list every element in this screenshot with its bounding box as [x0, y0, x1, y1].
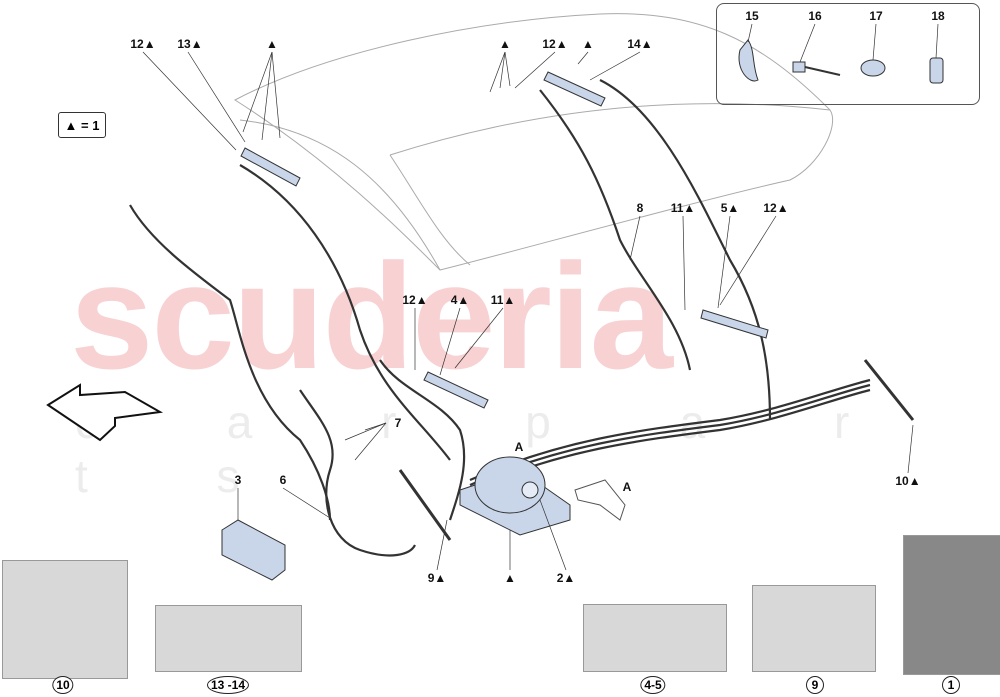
callout[interactable]: 11▲	[670, 201, 696, 215]
inset-box	[716, 3, 980, 105]
callout[interactable]: 11▲	[490, 293, 516, 307]
photo-kit-10[interactable]	[2, 560, 128, 679]
callout[interactable]: ▲	[504, 571, 516, 585]
bracket	[574, 479, 626, 521]
legend-triangle-equals-one: ▲ = 1	[58, 112, 106, 138]
callout[interactable]: ▲	[582, 37, 594, 51]
callout[interactable]: ▲	[266, 37, 278, 51]
watermark-brand: scuderia	[70, 232, 673, 400]
inset-label-17[interactable]: 17	[869, 9, 883, 23]
callout[interactable]: 2▲	[556, 571, 576, 585]
photo-label[interactable]: 9	[806, 676, 824, 694]
callout[interactable]: 12▲	[763, 201, 789, 215]
photo-kit-1[interactable]	[903, 535, 1000, 675]
callout[interactable]: 3	[234, 473, 242, 487]
callout[interactable]: 6	[279, 473, 287, 487]
leader-lines	[142, 51, 914, 571]
photo-kit-9[interactable]	[752, 585, 876, 672]
callout[interactable]: 12▲	[542, 37, 568, 51]
gas-struts	[240, 71, 915, 541]
callout[interactable]: 7	[394, 416, 402, 430]
callout[interactable]: 5▲	[720, 201, 740, 215]
photo-label[interactable]: 10	[52, 676, 74, 694]
callout[interactable]: A	[514, 440, 524, 454]
control-unit	[221, 519, 286, 581]
hydraulic-pump	[459, 456, 571, 536]
callout[interactable]: 12▲	[130, 37, 156, 51]
callout[interactable]: 4▲	[450, 293, 470, 307]
callout[interactable]: A	[622, 480, 632, 494]
photo-label[interactable]: 4-5	[640, 676, 666, 694]
callout[interactable]: 13▲	[177, 37, 203, 51]
callout[interactable]: 8	[636, 201, 644, 215]
inset-parts	[738, 23, 944, 84]
photo-label[interactable]: 1	[942, 676, 960, 694]
photo-label[interactable]: 13 -14	[206, 676, 250, 694]
direction-arrow	[46, 383, 164, 442]
wiring-harness	[129, 79, 871, 557]
callout[interactable]: 12▲	[402, 293, 428, 307]
photo-kit-4-5[interactable]	[583, 604, 727, 672]
callout[interactable]: 10▲	[895, 474, 921, 488]
callout[interactable]: 14▲	[627, 37, 653, 51]
callout[interactable]: ▲	[499, 37, 511, 51]
inset-label-15[interactable]: 15	[745, 9, 759, 23]
inset-label-16[interactable]: 16	[808, 9, 822, 23]
callout[interactable]: 9▲	[427, 571, 447, 585]
inset-label-18[interactable]: 18	[931, 9, 945, 23]
photo-kit-13-14[interactable]	[155, 605, 302, 672]
